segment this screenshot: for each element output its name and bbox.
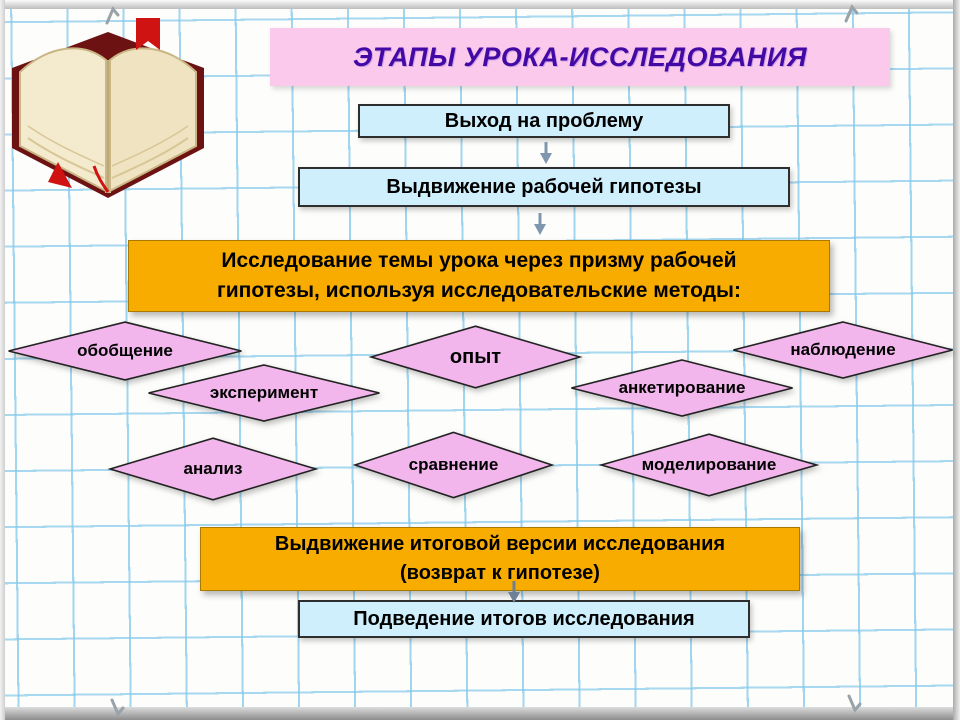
down-arrow-icon <box>534 213 546 235</box>
method-diamond-analysis: анализ <box>107 436 319 502</box>
method-diamond-modeling: моделирование <box>598 432 820 498</box>
flow-step-research: Исследование темы урока через призму раб… <box>128 240 830 312</box>
slide-title: ЭТАПЫ УРОКА-ИССЛЕДОВАНИЯ <box>270 28 890 86</box>
flow-step-problem: Выход на проблему <box>358 104 730 138</box>
method-diamond-survey: анкетирование <box>568 358 796 418</box>
flow-step-problem-label: Выход на проблему <box>444 109 644 132</box>
method-label: моделирование <box>641 455 777 474</box>
frame-edge-bottom <box>0 707 960 720</box>
method-label: опыт <box>449 345 502 368</box>
method-label: сравнение <box>408 455 499 474</box>
frame-edge-right <box>953 0 960 720</box>
clip-icon <box>110 698 125 717</box>
flow-step-research-line2: гипотезы, используя исследовательские ме… <box>217 279 741 302</box>
flow-step-final-version-line1: Выдвижение итоговой версии исследования <box>274 533 726 555</box>
method-diamond-generalization: обобщение <box>5 320 245 382</box>
frame-edge-left <box>0 0 5 720</box>
flow-step-summary: Подведение итогов исследования <box>298 600 750 638</box>
method-diamond-experience: опыт <box>368 324 583 390</box>
flow-step-final-version-line2: (возврат к гипотезе) <box>400 562 600 584</box>
flow-step-final-version: Выдвижение итоговой версии исследования … <box>200 527 800 591</box>
flow-step-hypothesis: Выдвижение рабочей гипотезы <box>298 167 790 207</box>
method-diamond-comparison: сравнение <box>352 430 555 500</box>
method-label: анализ <box>183 459 243 478</box>
method-label: обобщение <box>77 341 173 360</box>
method-diamond-observation: наблюдение <box>730 320 956 380</box>
down-arrow-icon <box>540 142 552 164</box>
clip-icon <box>844 4 859 23</box>
method-label: эксперимент <box>209 383 319 402</box>
clip-icon <box>105 6 120 25</box>
down-arrow-icon <box>508 581 520 603</box>
open-book-icon <box>12 18 204 198</box>
clip-icon <box>847 694 862 713</box>
slide-title-text: ЭТАПЫ УРОКА-ИССЛЕДОВАНИЯ <box>352 41 808 72</box>
flow-step-hypothesis-label: Выдвижение рабочей гипотезы <box>386 175 702 198</box>
flow-step-research-line1: Исследование темы урока через призму раб… <box>221 248 737 272</box>
method-label: анкетирование <box>618 378 746 397</box>
frame-edge-top <box>0 0 960 9</box>
flow-step-summary-label: Подведение итогов исследования <box>353 607 695 630</box>
method-diamond-experiment: эксперимент <box>145 363 383 423</box>
method-label: наблюдение <box>790 340 896 359</box>
